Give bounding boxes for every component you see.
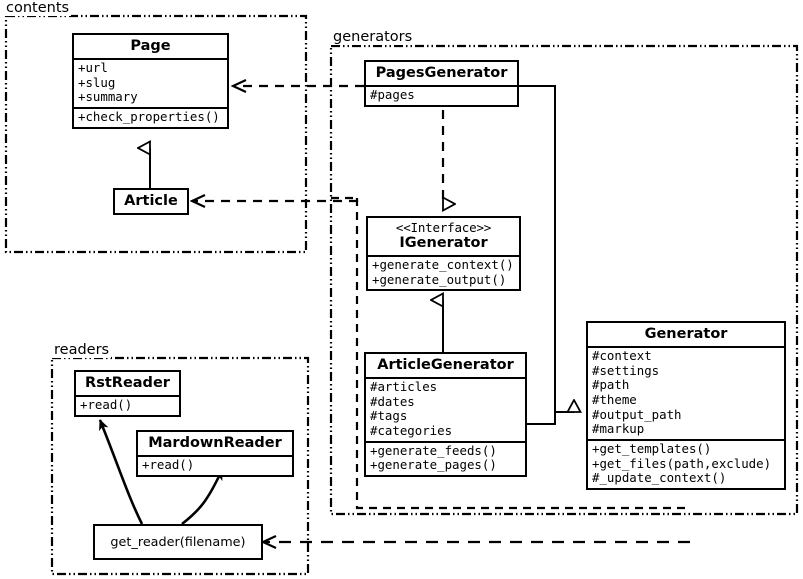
attribute-summary: +summary	[78, 89, 138, 105]
attribute-articles: #articles	[370, 379, 438, 395]
attribute-markup: #markup	[592, 421, 645, 437]
rel-articlegenerator-generalizes-generator	[527, 412, 556, 425]
class-operations-rstreader: +read()	[76, 395, 179, 415]
attribute-output-path: #output_path	[592, 406, 682, 422]
generators-inner-dashed-frame	[355, 198, 690, 510]
class-name-rstreader: RstReader	[85, 375, 170, 391]
package-frame-readers	[50, 356, 310, 576]
class-stereotype-igenerator: <<Interface>>	[395, 220, 492, 235]
attribute-theme: #theme	[592, 392, 637, 408]
function-box-get-reader[interactable]: get_reader(filename)	[93, 524, 263, 560]
class-name-igenerator: <<Interface>> IGenerator	[368, 218, 519, 255]
rel-pagesgenerator-generalizes-generator	[519, 85, 574, 413]
attribute-slug: +slug	[78, 74, 116, 90]
attribute-url: +url	[78, 60, 108, 76]
operation-generate-pages: +generate_pages()	[370, 457, 497, 473]
class-name-articlegenerator: ArticleGenerator	[377, 357, 514, 373]
class-name-igenerator-text: IGenerator	[399, 235, 488, 251]
class-attributes-pagesgenerator: #pages	[366, 85, 517, 105]
rel-getreader-creates-mardownreader	[181, 469, 224, 526]
rel-getreader-creates-rstreader	[98, 419, 144, 525]
operation-generate-feeds: +generate_feeds()	[370, 442, 497, 458]
attribute-categories: #categories	[370, 423, 453, 439]
class-box-pagesgenerator[interactable]: PagesGenerator #pages	[364, 60, 519, 107]
class-box-page[interactable]: Page +url +slug +summary +check_properti…	[72, 33, 229, 129]
attribute-path: #path	[592, 377, 630, 393]
class-name-article: Article	[124, 193, 178, 209]
class-operations-articlegenerator: +generate_feeds() +generate_pages()	[366, 440, 525, 475]
class-box-rstreader[interactable]: RstReader +read()	[74, 370, 181, 417]
class-name-mardownreader: MardownReader	[148, 435, 282, 451]
class-operations-generator: +get_templates() +get_files(path,exclude…	[588, 438, 784, 488]
class-attributes-page: +url +slug +summary	[74, 58, 227, 107]
class-box-articlegenerator[interactable]: ArticleGenerator #articles #dates #tags …	[364, 352, 527, 477]
operation-generate-output: +generate_output()	[372, 271, 507, 287]
operation-get-files: +get_files(path,exclude)	[592, 455, 772, 471]
class-attributes-generator: #context #settings #path #theme #output_…	[588, 346, 784, 439]
operation-update-context: #_update_context()	[592, 470, 727, 486]
class-name-generator: Generator	[644, 326, 728, 342]
function-label-get-reader: get_reader(filename)	[110, 534, 246, 550]
class-name-page: Page	[130, 38, 171, 54]
operation-check-properties: +check_properties()	[78, 109, 220, 125]
attribute-pages: #pages	[370, 87, 415, 103]
class-box-igenerator[interactable]: <<Interface>> IGenerator +generate_conte…	[366, 216, 521, 292]
class-box-article[interactable]: Article	[113, 188, 189, 216]
package-label-generators: generators	[331, 29, 415, 45]
attribute-dates: #dates	[370, 393, 415, 409]
operation-read-markdown: +read()	[142, 457, 195, 473]
operation-generate-context: +generate_context()	[372, 257, 514, 273]
class-box-generator[interactable]: Generator #context #settings #path #them…	[586, 321, 786, 490]
attribute-settings: #settings	[592, 362, 660, 378]
class-operations-mardownreader: +read()	[138, 455, 292, 475]
class-operations-igenerator: +generate_context() +generate_output()	[368, 255, 519, 289]
attribute-tags: #tags	[370, 408, 408, 424]
class-operations-page: +check_properties()	[74, 107, 227, 127]
package-frame-generators	[329, 44, 799, 516]
class-name-pagesgenerator: PagesGenerator	[375, 65, 508, 81]
package-frame-contents	[4, 14, 308, 254]
package-label-readers: readers	[52, 342, 112, 358]
class-attributes-articlegenerator: #articles #dates #tags #categories	[366, 377, 525, 441]
operation-get-templates: +get_templates()	[592, 440, 712, 456]
class-box-mardownreader[interactable]: MardownReader +read()	[136, 430, 294, 477]
operation-read-rst: +read()	[80, 397, 133, 413]
rel-generators-depends-article	[192, 201, 359, 202]
package-label-contents: contents	[4, 0, 72, 16]
attribute-context: #context	[592, 348, 652, 364]
